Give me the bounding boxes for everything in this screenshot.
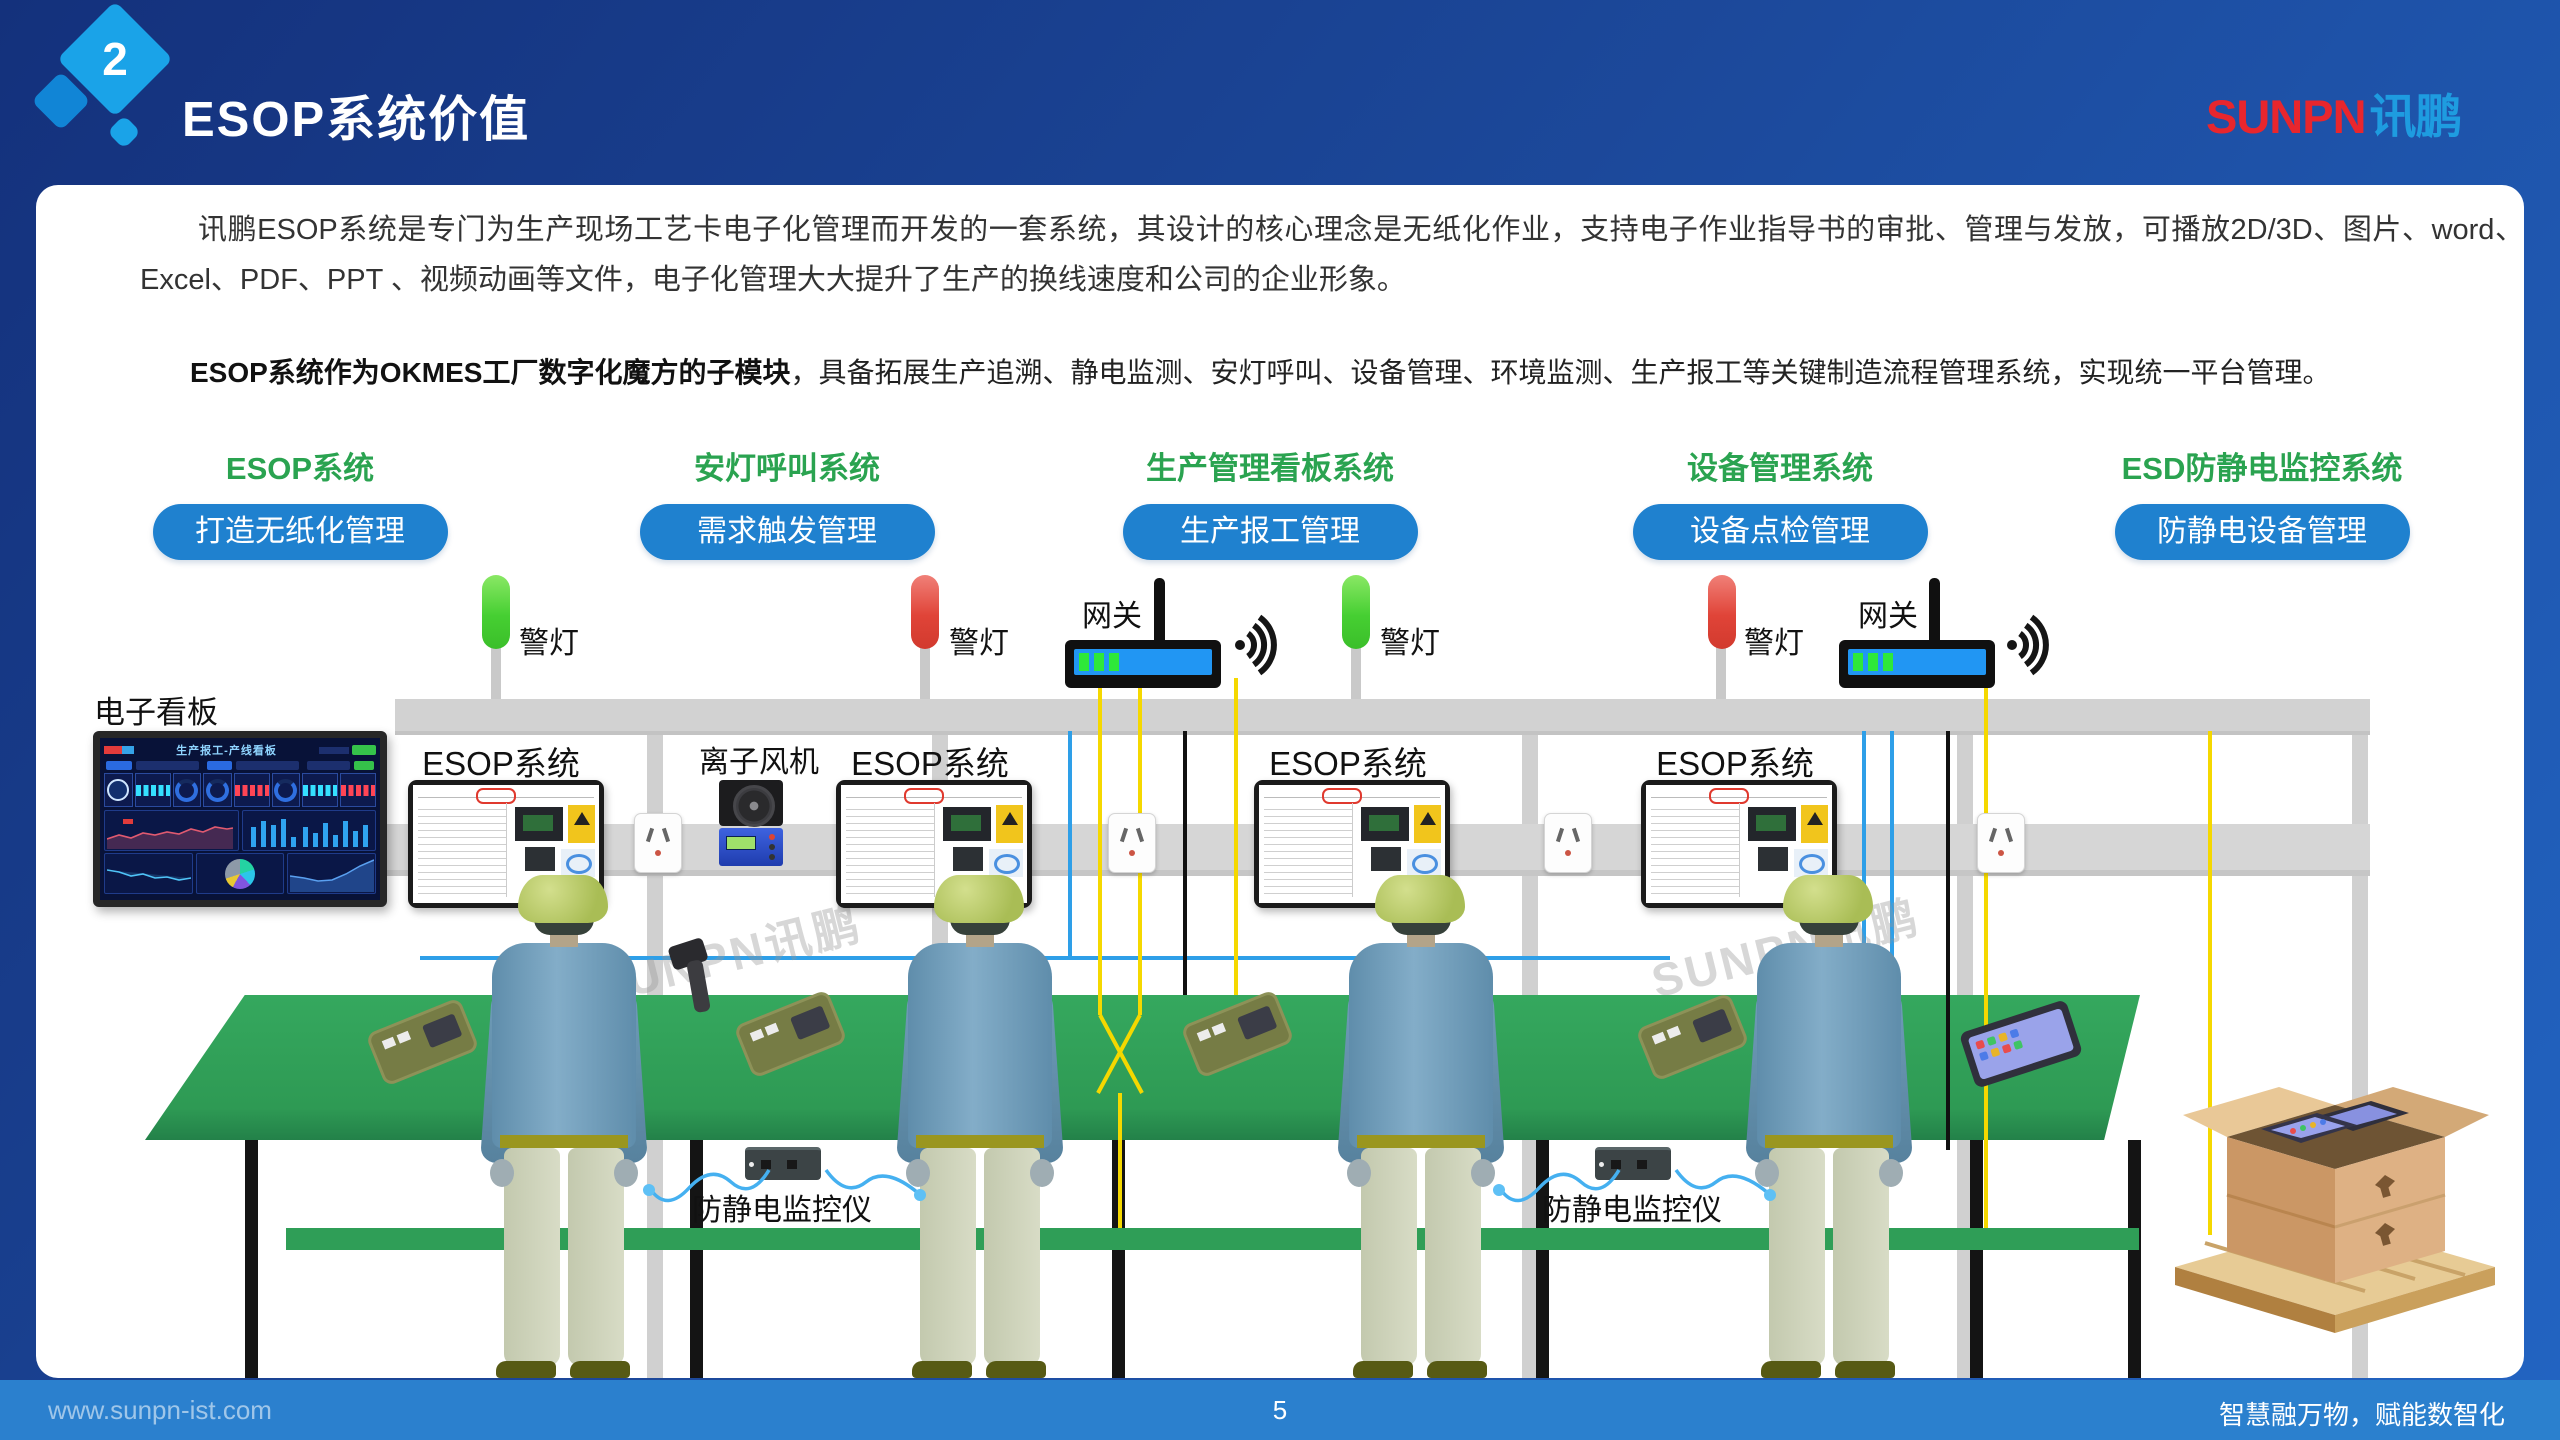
system-col-andon: 安灯呼叫系统 需求触发管理 [607, 443, 967, 560]
esd-monitor-device [1595, 1147, 1671, 1180]
table-leg [245, 1140, 258, 1378]
ion-fan-icon [719, 780, 783, 866]
pie-chart [225, 858, 255, 889]
table-leg [1970, 1140, 1983, 1378]
area-chart-blue [290, 859, 375, 892]
dashboard-label: 电子看板 [94, 695, 218, 730]
table-leg [690, 1140, 703, 1378]
brand-logo-cn: 讯鹏 [2369, 90, 2463, 143]
area-chart-red [107, 819, 233, 849]
gateway-antenna-icon [1929, 578, 1940, 642]
dashboard-logo [104, 746, 134, 754]
esd-monitor-device [745, 1147, 821, 1180]
module-paragraph-rest: ，具备拓展生产追溯、静电监测、安灯呼叫、设备管理、环境监测、生产报工等关键制造流… [790, 357, 2331, 388]
footer-page-number: 5 [1272, 1395, 1288, 1425]
esop-monitor-label: ESOP系统 [1269, 745, 1427, 782]
worker-figure [1337, 873, 1505, 1378]
table-leg [1536, 1140, 1549, 1378]
system-name: 安灯呼叫系统 [694, 451, 880, 486]
esd-monitor-label: 防静电监控仪 [692, 1194, 872, 1227]
content-card: 讯鹏ESOP系统是专门为生产现场工艺卡电子化管理而开发的一套系统，其设计的核心理… [36, 185, 2524, 1378]
worker-figure [896, 873, 1064, 1378]
pie-chart-panel [195, 853, 285, 894]
power-socket-icon [1108, 813, 1156, 873]
factory-line-illustration: 警灯 警灯 警灯 警灯 网关 网关 [36, 185, 2524, 1378]
gateway-router-icon [1839, 640, 1995, 688]
power-socket-icon [634, 813, 682, 873]
dashboard-title: 生产报工-产线看板 [176, 745, 277, 757]
gateway-label: 网关 [1858, 600, 1918, 633]
power-socket-icon [1544, 813, 1592, 873]
table-leg [1112, 1140, 1125, 1378]
alarm-light-label: 警灯 [949, 627, 1009, 660]
electronic-dashboard: 生产报工-产线看板 [93, 731, 387, 907]
line-chart-cyan [107, 869, 191, 881]
top-rail [395, 699, 2370, 735]
esop-monitor-label: ESOP系统 [851, 745, 1009, 782]
bar-chart-blue [250, 819, 368, 847]
carton-box-pallet [2175, 1087, 2495, 1333]
brand-logo: SUNPN讯鹏 [2206, 78, 2463, 147]
system-name: 设备管理系统 [1687, 451, 1873, 486]
system-feature-pill: 生产报工管理 [1122, 504, 1418, 560]
brand-logo-latin: SUNPN [2206, 90, 2367, 143]
alarm-light-pole [920, 647, 930, 699]
wifi-signal-icon [1235, 614, 1277, 676]
system-col-esop: ESOP系统 打造无纸化管理 [120, 443, 480, 560]
alarm-light-pole [1716, 647, 1726, 699]
system-name: ESD防静电监控系统 [2121, 451, 2403, 486]
decor-diamond-tiny [107, 115, 141, 149]
ion-fan-label: 离子风机 [699, 746, 819, 779]
footer-website: www.sunpn-ist.com [48, 1395, 272, 1425]
slide-number: 2 [102, 33, 128, 85]
slide-number-diamond: 2 [57, 1, 173, 117]
alarm-light-red-icon [911, 575, 939, 649]
dashboard-bottom-charts [100, 852, 380, 895]
dashboard-mid-charts [100, 809, 380, 852]
alarm-light-label: 警灯 [519, 627, 579, 660]
module-paragraph-bold: ESOP系统作为OKMES工厂数字化魔方的子模块 [190, 357, 791, 388]
gateway-router-icon [1065, 640, 1221, 688]
alarm-light-green-icon [482, 575, 510, 649]
system-col-equipment: 设备管理系统 设备点检管理 [1600, 443, 1960, 560]
esop-monitor-label: ESOP系统 [422, 745, 580, 782]
intro-paragraph: 讯鹏ESOP系统是专门为生产现场工艺卡电子化管理而开发的一套系统，其设计的核心理… [140, 214, 2524, 296]
gateway-label: 网关 [1082, 600, 1142, 633]
alarm-light-red-icon [1708, 575, 1736, 649]
system-name: ESOP系统 [225, 451, 375, 486]
dashboard-kpi-row [100, 771, 380, 809]
system-col-esd: ESD防静电监控系统 防静电设备管理 [2082, 443, 2442, 560]
system-feature-pill: 设备点检管理 [1632, 504, 1928, 560]
alarm-light-label: 警灯 [1380, 627, 1440, 660]
alarm-light-green-icon [1342, 575, 1370, 649]
dashboard-date-chip [319, 745, 376, 755]
worker-figure [1745, 873, 1913, 1378]
alarm-light-label: 警灯 [1744, 627, 1804, 660]
lower-green-rail [286, 1228, 2139, 1250]
system-feature-pill: 需求触发管理 [639, 504, 935, 560]
gateway-antenna-icon [1154, 578, 1165, 642]
system-name: 生产管理看板系统 [1146, 451, 1394, 486]
page-title: ESOP系统价值 [182, 93, 531, 147]
dashboard-info-chips [100, 760, 380, 771]
footer-slogan: 智慧融万物，赋能数智化 [2218, 1400, 2505, 1430]
worker-figure [480, 873, 648, 1378]
esop-monitor-label: ESOP系统 [1656, 745, 1814, 782]
alarm-light-pole [1351, 647, 1361, 699]
system-col-kanban: 生产管理看板系统 生产报工管理 [1090, 443, 1450, 560]
system-feature-pill: 防静电设备管理 [2114, 504, 2410, 560]
module-paragraph: ESOP系统作为OKMES工厂数字化魔方的子模块，具备拓展生产追溯、静电监测、安… [190, 351, 2331, 391]
power-socket-icon [1977, 813, 2025, 873]
wifi-signal-icon [2007, 614, 2049, 676]
table-leg [2128, 1140, 2141, 1378]
esd-monitor-label: 防静电监控仪 [1542, 1194, 1722, 1227]
system-feature-pill: 打造无纸化管理 [152, 504, 448, 560]
footer-bar: www.sunpn-ist.com 5 智慧融万物，赋能数智化 [0, 1380, 2560, 1440]
alarm-light-pole [491, 647, 501, 699]
